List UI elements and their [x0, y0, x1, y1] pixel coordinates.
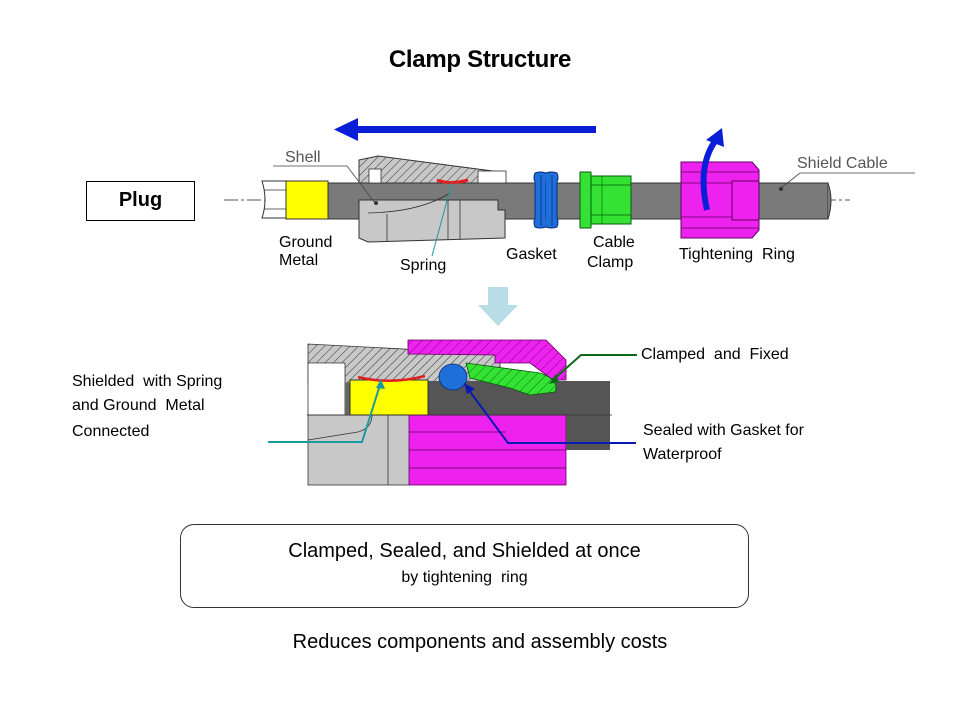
- slide-title: Clamp Structure: [388, 46, 572, 73]
- summary-box: Clamped, Sealed, and Shielded at once by…: [180, 524, 749, 608]
- sealed-callout-line: [467, 388, 636, 444]
- shell-part: [358, 155, 507, 243]
- spring-label: Spring: [400, 257, 447, 274]
- gasket-part: [533, 171, 559, 229]
- spring-part: [436, 178, 469, 184]
- tightening-ring-label: Tightening Ring: [679, 246, 795, 263]
- ground-metal-label-line2: Metal: [279, 252, 319, 269]
- rotation-arrow: [700, 128, 724, 211]
- gasket-label: Gasket: [506, 246, 557, 263]
- clamped-fixed-callout: Clamped and Fixed: [641, 346, 789, 363]
- spring-leader: [431, 181, 453, 257]
- shell-label: Shell: [285, 149, 321, 166]
- shield-cable-label: Shield Cable: [797, 155, 888, 172]
- shielded-callout-line3: Connected: [72, 423, 150, 440]
- ground-metal-label-line1: Ground: [279, 234, 333, 251]
- tightening-ring-part: [680, 161, 760, 239]
- summary-main-text: Clamped, Sealed, and Shielded at once: [288, 540, 641, 562]
- shielded-callout-line: [268, 384, 381, 443]
- clamped-callout-line: [552, 354, 637, 381]
- transition-down-arrow: [478, 287, 518, 326]
- section-view: [307, 339, 612, 486]
- sealed-callout-line2: Waterproof: [643, 446, 722, 463]
- push-direction-arrow: [334, 118, 596, 141]
- footer-text: Reduces components and assembly costs: [292, 631, 668, 653]
- shielded-callout-line2: and Ground Metal: [72, 397, 205, 414]
- sealed-callout-line1: Sealed with Gasket for: [643, 422, 804, 439]
- cable-clamp-label-line1: Cable: [593, 234, 635, 251]
- summary-sub-text: by tightening ring: [401, 569, 528, 586]
- cable-clamp-part: [579, 171, 632, 229]
- plug-label-box: Plug: [86, 181, 195, 221]
- shield-cable-leader: [780, 172, 915, 189]
- shell-leader: [273, 165, 376, 204]
- shielded-callout-line1: Shielded with Spring: [72, 373, 223, 390]
- cable-clamp-label-line2: Clamp: [587, 254, 634, 271]
- ground-metal-part: [285, 180, 329, 220]
